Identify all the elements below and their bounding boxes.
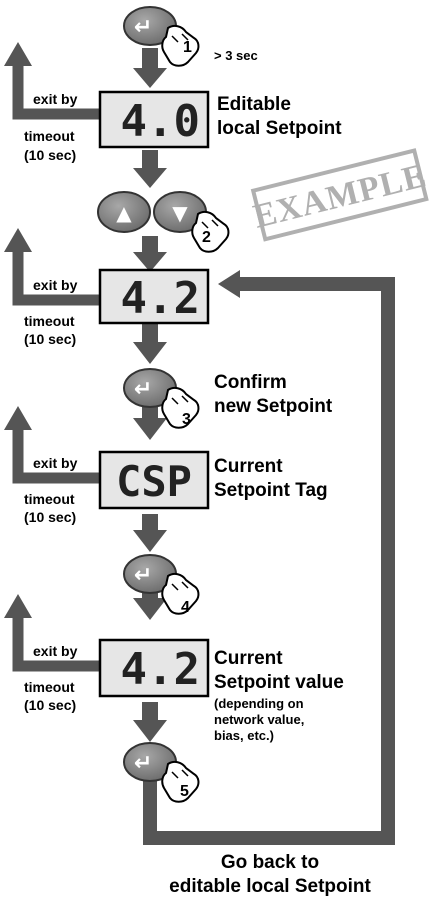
pointing-hand-icon <box>161 24 200 67</box>
exit-note-line1: exit by <box>33 455 78 471</box>
display-4-note-line1: (depending on <box>214 696 304 711</box>
exit-note-line1: exit by <box>33 91 78 107</box>
enter-button-step4[interactable]: ↵ <box>123 554 177 594</box>
enter-icon: ↵ <box>134 377 152 402</box>
exit-note-1: exit by timeout (10 sec) <box>24 91 78 163</box>
exit-note-3: exit by timeout (10 sec) <box>24 455 78 525</box>
display-4-desc-line1: Current <box>214 648 283 669</box>
display-3-desc-line1: Current <box>214 456 283 477</box>
display-2-value: 4.2 <box>121 273 200 324</box>
exit-note-4: exit by timeout (10 sec) <box>24 643 78 713</box>
exit-note-2: exit by timeout (10 sec) <box>24 277 78 347</box>
display-4-desc-line2: Setpoint value <box>214 672 344 693</box>
display-4-frame <box>98 638 210 698</box>
enter-icon: ↵ <box>134 751 152 776</box>
exit-note-line1: exit by <box>33 277 78 293</box>
exit-arrows <box>12 62 100 672</box>
enter-button-step5[interactable]: ↵ <box>123 742 177 782</box>
display-4-value: 4.2 <box>121 644 200 695</box>
exit-note-line3: (10 sec) <box>24 509 76 525</box>
step-number-5: 5 <box>180 783 189 800</box>
confirm-line1: Confirm <box>214 372 287 393</box>
step-number-4: 4 <box>181 599 190 616</box>
footer-line2: editable local Setpoint <box>169 876 371 897</box>
exit-arrowheads <box>4 42 32 618</box>
example-stamp: EXAMPLE <box>250 148 430 242</box>
display-4-note-line3: bias, etc.) <box>214 728 274 743</box>
display-1-frame <box>98 90 210 149</box>
confirm-line2: new Setpoint <box>214 396 333 417</box>
exit-note-line2: timeout <box>24 679 75 695</box>
pointing-hand-icon <box>161 386 200 429</box>
step-number-1: 1 <box>183 39 192 56</box>
exit-note-line2: timeout <box>24 491 75 507</box>
exit-note-line1: exit by <box>33 643 78 659</box>
footer-line1: Go back to <box>221 852 319 873</box>
display-3-desc-line2: Setpoint Tag <box>214 480 328 501</box>
hold-time-label: > 3 sec <box>214 48 258 63</box>
display-4-note-line2: network value, <box>214 712 304 727</box>
enter-icon: ↵ <box>134 563 152 588</box>
up-button[interactable]: ▲ <box>97 191 151 233</box>
exit-note-line3: (10 sec) <box>24 697 76 713</box>
down-arrow-icon: ▼ <box>172 201 188 225</box>
enter-icon: ↵ <box>134 15 152 40</box>
down-button[interactable]: ▼ <box>153 191 207 233</box>
display-1-desc-line1: Editable <box>217 94 291 115</box>
display-3-frame <box>98 450 210 510</box>
step-number-2: 2 <box>202 229 211 246</box>
enter-button-step1[interactable]: ↵ <box>123 6 177 46</box>
display-1-value: 4.0 <box>121 96 200 147</box>
exit-note-line2: timeout <box>24 128 75 144</box>
display-1-desc-line2: local Setpoint <box>217 118 342 139</box>
loop-back-arrowhead <box>218 270 240 298</box>
step-number-3: 3 <box>182 411 191 428</box>
flow-arrows <box>133 48 167 742</box>
up-arrow-icon: ▲ <box>116 201 132 225</box>
display-2-frame <box>98 268 210 325</box>
exit-note-line2: timeout <box>24 313 75 329</box>
exit-note-line3: (10 sec) <box>24 147 76 163</box>
display-3-value: CSP <box>116 457 192 506</box>
enter-button-step3[interactable]: ↵ <box>123 368 177 408</box>
exit-note-line3: (10 sec) <box>24 331 76 347</box>
loop-back-arrow <box>143 277 395 845</box>
